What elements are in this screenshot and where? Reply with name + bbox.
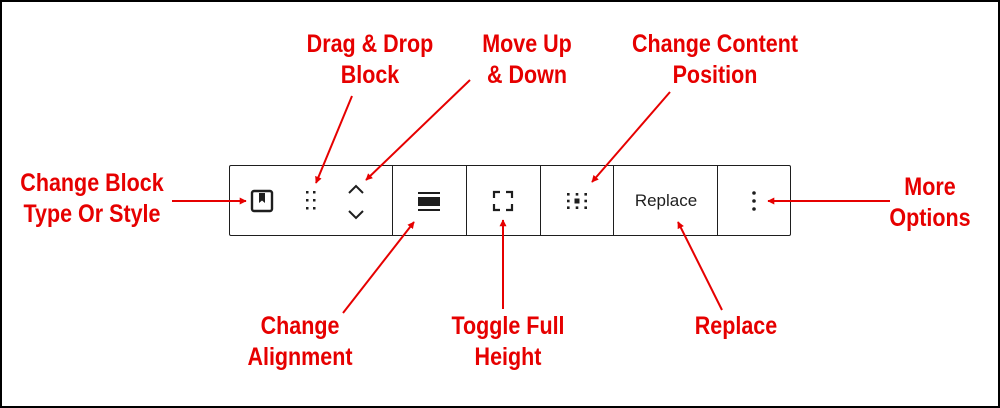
toolbar-group-full-height: [467, 166, 541, 235]
arrow-move: [365, 79, 471, 181]
chevron-up-icon: [348, 184, 364, 194]
annotation-drag-drop-line2: Block: [340, 61, 400, 89]
toolbar-group-more: [718, 166, 790, 235]
change-content-position-button[interactable]: [553, 179, 601, 223]
toolbar-group-block: [230, 166, 393, 235]
align-wide-icon: [418, 192, 440, 211]
move-up-button[interactable]: [342, 178, 370, 200]
block-type-button[interactable]: [244, 183, 280, 219]
annotation-drag-drop-line1: Drag & Drop: [306, 30, 434, 58]
annotation-full-height: Toggle Full Height: [422, 311, 594, 373]
toolbar-group-replace: Replace: [614, 166, 718, 235]
annotation-more-options: More Options: [844, 172, 1000, 234]
annotation-drag-drop: Drag & Drop Block: [284, 29, 456, 91]
toggle-full-height-button[interactable]: [479, 179, 527, 223]
block-toolbar: Replace: [229, 165, 791, 236]
annotation-full-height-line1: Toggle Full: [451, 312, 565, 340]
annotation-alignment-line1: Change: [260, 312, 340, 340]
arrow-drag-drop: [315, 95, 353, 184]
annotation-block-type-line2: Type Or Style: [23, 200, 161, 228]
annotation-alignment-line2: Alignment: [247, 343, 353, 371]
annotation-block-type-line1: Change Block: [20, 169, 164, 197]
drag-handle-button[interactable]: [298, 183, 324, 219]
toolbar-group-content-position: [541, 166, 614, 235]
annotation-move-line2: & Down: [486, 61, 568, 89]
toolbar-group-alignment: [393, 166, 467, 235]
annotation-move-line1: Move Up: [482, 30, 572, 58]
move-down-button[interactable]: [342, 204, 370, 226]
arrow-content-position: [591, 91, 671, 183]
annotation-content-position-line2: Position: [672, 61, 758, 89]
annotation-more-options-line2: Options: [889, 204, 971, 232]
annotation-full-height-line2: Height: [474, 343, 542, 371]
arrow-replace: [677, 221, 723, 311]
annotation-content-position: Change Content Position: [629, 29, 801, 91]
content-position-grid-icon: [567, 193, 587, 209]
annotation-more-options-line1: More: [904, 173, 956, 201]
annotation-block-type: Change Block Type Or Style: [6, 168, 178, 230]
annotation-replace-line1: Replace: [694, 312, 778, 340]
arrow-alignment: [342, 221, 415, 314]
bookmark-block-icon: [250, 189, 274, 213]
annotation-content-position-line1: Change Content: [631, 30, 799, 58]
annotation-move: Move Up & Down: [441, 29, 613, 91]
replace-button[interactable]: Replace: [620, 179, 712, 223]
drag-handle-icon: [306, 191, 316, 210]
change-alignment-button[interactable]: [405, 179, 453, 223]
chevron-down-icon: [348, 210, 364, 220]
more-options-button[interactable]: [732, 179, 776, 223]
fullscreen-icon: [492, 190, 514, 212]
annotation-replace: Replace: [650, 311, 822, 342]
annotation-alignment: Change Alignment: [214, 311, 386, 373]
replace-button-label: Replace: [634, 191, 698, 210]
more-vertical-icon: [752, 191, 756, 211]
